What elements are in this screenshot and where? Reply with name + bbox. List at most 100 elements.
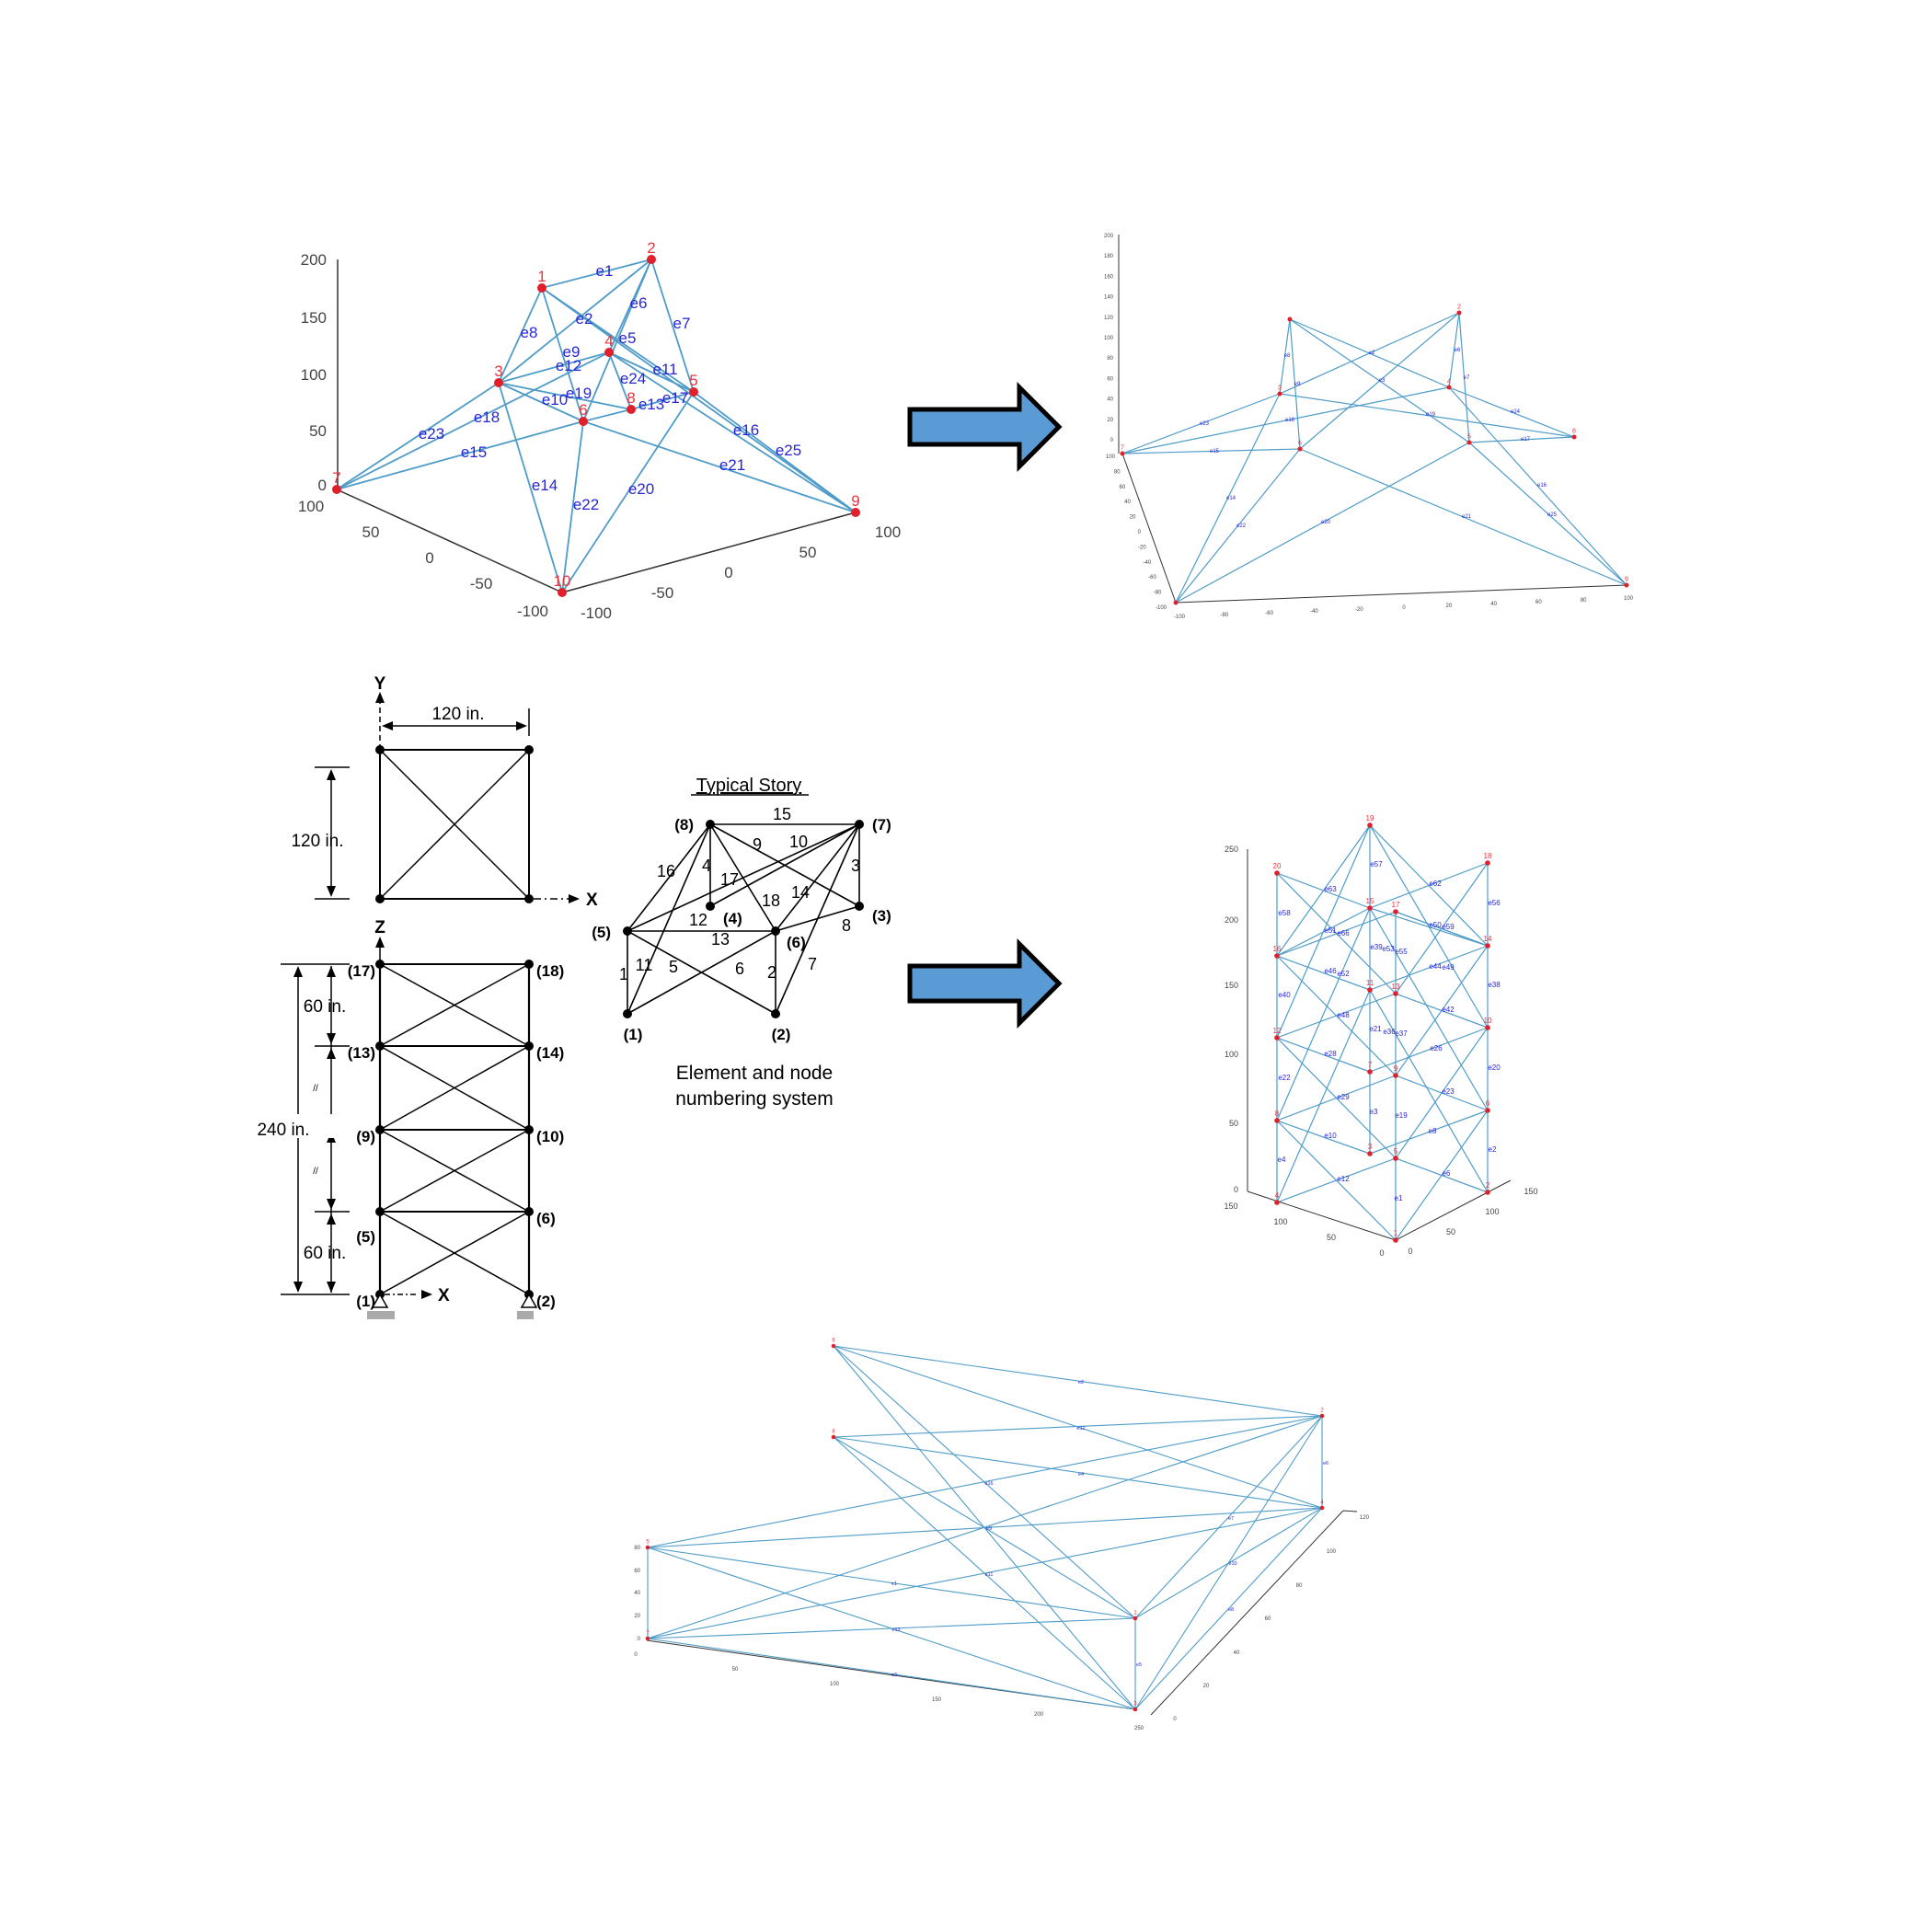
plan-outline — [379, 749, 530, 900]
axis-tick-label: 60 — [1120, 485, 1126, 490]
truss-node — [1133, 1616, 1138, 1621]
element-label: e3 — [1370, 1108, 1378, 1116]
element-label: e2 — [1369, 351, 1375, 356]
caption-line-2: numbering system — [675, 1088, 834, 1110]
truss-element — [498, 382, 563, 593]
truss-element — [1134, 1415, 1323, 1619]
axis-tick-label: -100 — [581, 604, 612, 622]
truss-element — [1468, 436, 1575, 443]
truss-element — [650, 259, 695, 393]
depth-dimension-label: 120 in. — [291, 832, 343, 851]
axis-tick-label: 0 — [1110, 438, 1114, 443]
element-label: e20 — [1488, 1064, 1501, 1072]
axis-tick-label: 100 — [1273, 1217, 1287, 1226]
axis-tick-label: 100 — [875, 523, 901, 541]
story-element-label: 16 — [657, 862, 675, 880]
truss-element — [1299, 312, 1460, 450]
axis-tick-label: 50 — [1327, 1233, 1336, 1242]
truss-node — [558, 588, 567, 597]
truss-element — [1276, 1037, 1371, 1073]
plan-node — [375, 745, 385, 754]
node-label: 8 — [832, 1430, 835, 1435]
truss-node — [1274, 953, 1280, 959]
axis-tick-label: 100 — [1624, 596, 1634, 602]
truss-element — [1276, 955, 1397, 1076]
node-label: 15 — [1366, 897, 1374, 905]
element-label: e17 — [1521, 437, 1531, 443]
truss-node — [851, 508, 860, 517]
node-label: 2 — [1320, 1409, 1324, 1414]
story-node — [623, 1009, 632, 1018]
typical-story-title: Typical Story — [696, 776, 801, 796]
story-node — [855, 820, 864, 829]
element-label: e4 — [1078, 1472, 1084, 1478]
story-node-label: (2) — [772, 1026, 791, 1043]
x-axis-arrow-icon — [421, 1290, 432, 1299]
axis-tick-label: 80 — [1296, 1583, 1303, 1589]
truss-element — [1395, 945, 1489, 1076]
story-element-label: 15 — [773, 805, 791, 823]
axis-tick-label: 160 — [1104, 274, 1114, 280]
story-element-label: 3 — [851, 857, 860, 875]
truss-element — [498, 382, 584, 422]
axis-tick-label: -50 — [470, 575, 493, 592]
node-label: 2 — [1457, 305, 1461, 311]
node-label: 8 — [627, 389, 635, 407]
element-label: e3 — [891, 1673, 897, 1678]
element-label: e14 — [532, 477, 558, 494]
element-label: e55 — [1395, 948, 1408, 956]
axis-tick-label: 50 — [362, 523, 380, 541]
axis-tick-label: 60 — [1535, 600, 1542, 605]
axis-tick-label: 40 — [1124, 500, 1131, 505]
axis-tick-label: -40 — [1310, 609, 1318, 615]
element-label: e50 — [1429, 921, 1442, 929]
element-label: e20 — [1321, 520, 1331, 525]
truss-element — [1276, 824, 1371, 957]
element-label: e63 — [1324, 885, 1337, 893]
element-label: e23 — [1442, 1087, 1455, 1096]
axis-line — [1247, 1190, 1397, 1241]
axis-tick-label: -100 — [1156, 605, 1167, 611]
axis-tick-label: 0 — [1234, 1185, 1238, 1194]
node-label: 4 — [604, 332, 613, 350]
element-label: e22 — [1236, 523, 1247, 529]
truss-plot-8-node: 806040200050100150200250020406080100120e… — [634, 1339, 1369, 1731]
truss-node — [1274, 1118, 1280, 1123]
element-label: e44 — [1429, 962, 1442, 971]
truss-element — [608, 351, 632, 410]
truss-element — [1279, 393, 1575, 438]
element-label: e7 — [1228, 1516, 1234, 1522]
axis-tick-label: 60 — [634, 1569, 640, 1574]
element-label: e24 — [1511, 409, 1521, 415]
node-label: 12 — [1273, 1027, 1282, 1035]
story-element-label: 13 — [711, 930, 730, 949]
node-label: 4 — [1320, 1501, 1324, 1506]
plan-view: Y 120 in. X 120 in. — [291, 674, 598, 910]
axis-tick-label: 140 — [1104, 295, 1114, 301]
ground-pad — [367, 1311, 395, 1319]
story-element — [709, 823, 860, 907]
element-label: e59 — [1442, 923, 1455, 931]
truss-element — [608, 351, 857, 513]
truss-node — [1485, 943, 1490, 949]
axis-tick-label: 40 — [1234, 1650, 1240, 1656]
axis-line — [561, 512, 857, 593]
axis-tick-label: 50 — [732, 1667, 739, 1673]
truss-node — [1133, 1707, 1138, 1712]
axis-tick-label: 120 — [1104, 316, 1114, 321]
truss-node — [1274, 870, 1280, 876]
plan-node — [524, 745, 534, 754]
element-label: e37 — [1395, 1029, 1408, 1038]
truss-element — [582, 408, 632, 422]
story-node — [706, 902, 715, 911]
story-node — [771, 1009, 780, 1018]
node-label: 19 — [1366, 814, 1374, 822]
truss-element — [1276, 907, 1371, 1121]
axis-tick-label: 0 — [1402, 605, 1406, 611]
story-element-label: 9 — [753, 835, 762, 854]
truss-node — [1367, 822, 1373, 828]
truss-node — [647, 255, 656, 264]
elevation-node — [524, 1125, 534, 1134]
axis-tick-label: 100 — [1327, 1549, 1337, 1555]
